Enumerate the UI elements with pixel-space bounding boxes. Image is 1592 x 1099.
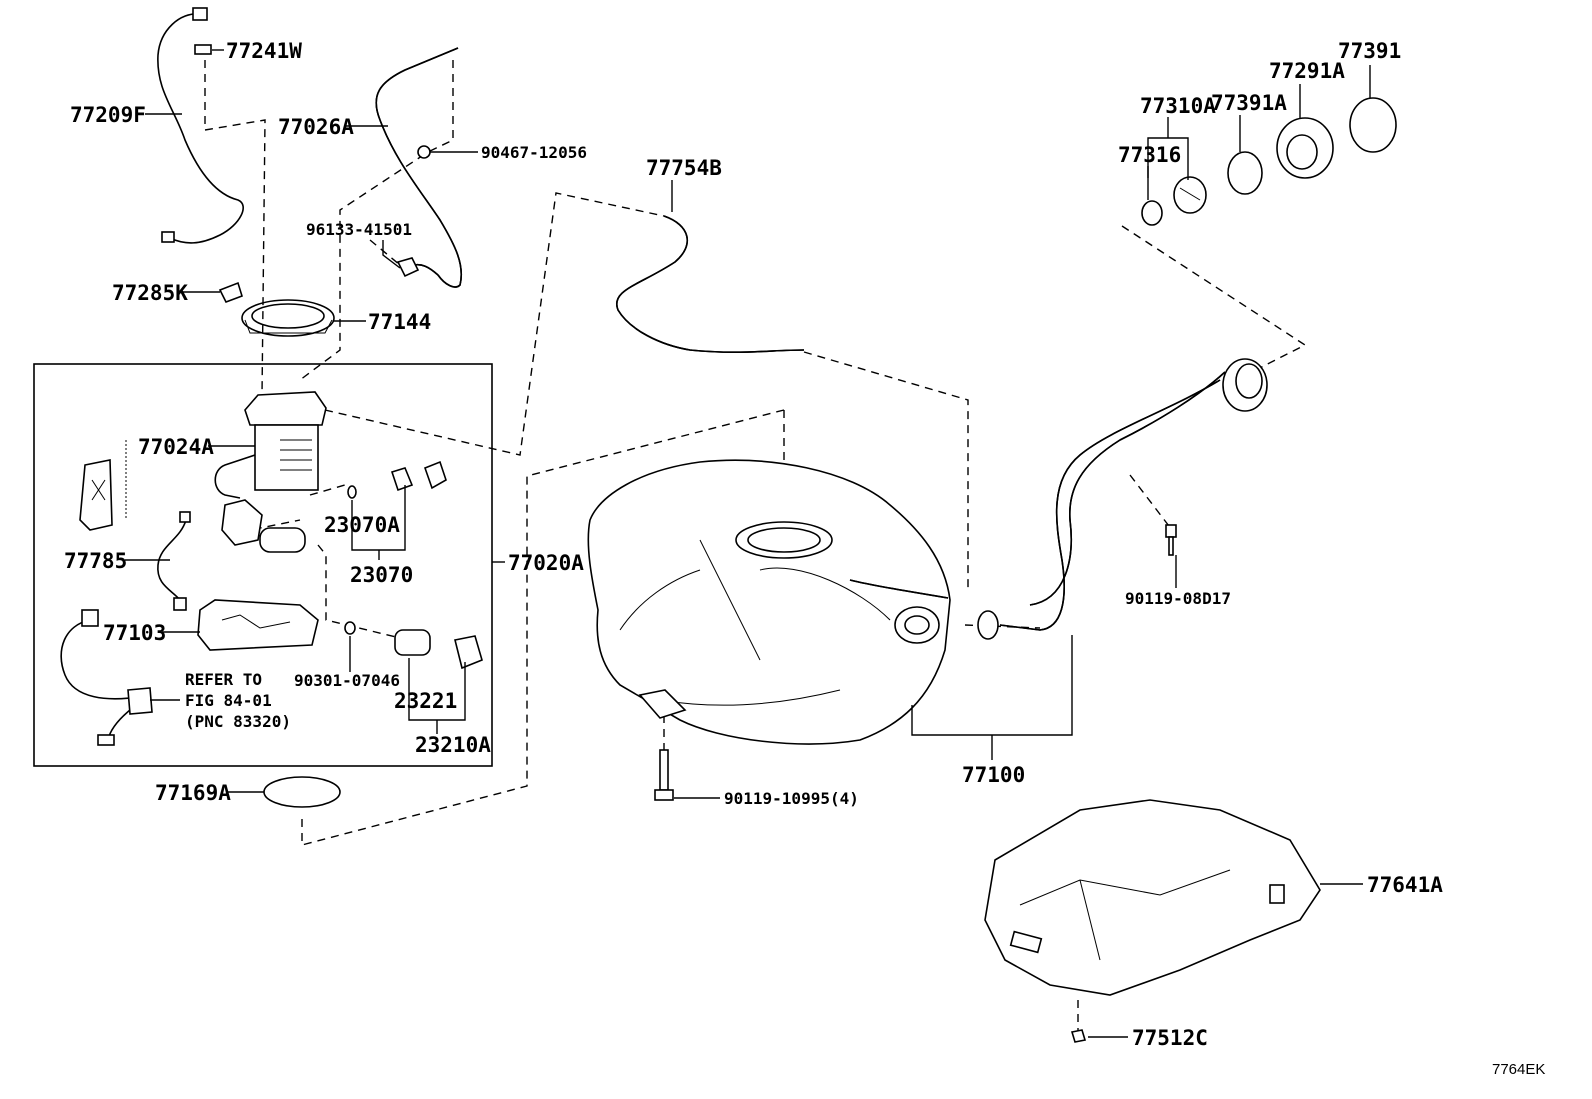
leader-lines xyxy=(125,49,1371,1038)
label-90301-07046: 90301-07046 xyxy=(294,671,400,690)
label-77391A: 77391A xyxy=(1211,91,1287,115)
wire-77785 xyxy=(157,511,191,611)
label-77785: 77785 xyxy=(64,549,127,573)
label-23210A: 23210A xyxy=(415,733,491,757)
label-90119-08D17: 90119-08D17 xyxy=(1125,589,1231,608)
label-77316: 77316 xyxy=(1118,143,1181,167)
wire-harness xyxy=(60,609,153,746)
connector-77285K xyxy=(218,281,243,304)
fuel-pump-module-77024A xyxy=(214,391,327,499)
clamp-96133 xyxy=(396,257,420,278)
gasket-77169A xyxy=(263,776,341,808)
label-77100: 77100 xyxy=(962,763,1025,787)
label-77144: 77144 xyxy=(368,310,431,334)
label-77754B: 77754B xyxy=(646,156,722,180)
label-77512C: 77512C xyxy=(1132,1026,1208,1050)
label-23070A: 23070A xyxy=(324,513,400,537)
bolt-90119-10995 xyxy=(654,749,674,801)
label-96133-41501: 96133-41501 xyxy=(306,220,412,239)
label-77209F: 77209F xyxy=(70,103,146,127)
filler-pipe xyxy=(977,358,1268,640)
fuel-tank-77100 xyxy=(587,459,951,745)
label-77026A: 77026A xyxy=(278,115,354,139)
fuel-cap-parts xyxy=(1141,97,1397,226)
retainer-ring-77144 xyxy=(241,299,335,337)
refer-line-1: REFER TO xyxy=(185,670,262,689)
label-77024A: 77024A xyxy=(138,435,214,459)
label-77169A: 77169A xyxy=(155,781,231,805)
fuel-pump-23221 xyxy=(221,499,483,670)
label-77641A: 77641A xyxy=(1367,873,1443,897)
label-23221: 23221 xyxy=(394,689,457,713)
pressure-regulator-parts xyxy=(347,460,447,499)
grommet-90467 xyxy=(417,145,431,159)
label-23070: 23070 xyxy=(350,563,413,587)
figure-id: 7764EK xyxy=(1492,1061,1545,1078)
label-90119-10995: 90119-10995(4) xyxy=(724,789,859,808)
bolt-90119-08D17 xyxy=(1165,524,1177,556)
sensor-wire-77209F xyxy=(157,7,244,244)
refer-line-2: FIG 84-01 xyxy=(185,691,272,710)
breather-tube-77026A xyxy=(375,47,463,288)
label-77291A: 77291A xyxy=(1269,59,1345,83)
label-77285K: 77285K xyxy=(112,281,188,305)
sender-gauge-77785 xyxy=(79,440,127,531)
label-77391: 77391 xyxy=(1338,39,1401,63)
refer-line-3: (PNC 83320) xyxy=(185,712,291,731)
label-77310A: 77310A xyxy=(1140,94,1216,118)
part-labels: 77241W 77209F 77026A 90467-12056 96133-4… xyxy=(64,39,1545,1078)
clip-77512C xyxy=(1070,1029,1087,1043)
label-77103: 77103 xyxy=(103,621,166,645)
pump-assembly-box xyxy=(33,363,493,767)
pump-base-77103 xyxy=(197,599,319,651)
label-77020A: 77020A xyxy=(508,551,584,575)
vent-tube-77754B xyxy=(615,215,805,354)
tank-protector-77641A xyxy=(984,799,1321,996)
clip-77241W xyxy=(194,44,212,55)
label-90467-12056: 90467-12056 xyxy=(481,143,587,162)
label-77241W: 77241W xyxy=(226,39,302,63)
